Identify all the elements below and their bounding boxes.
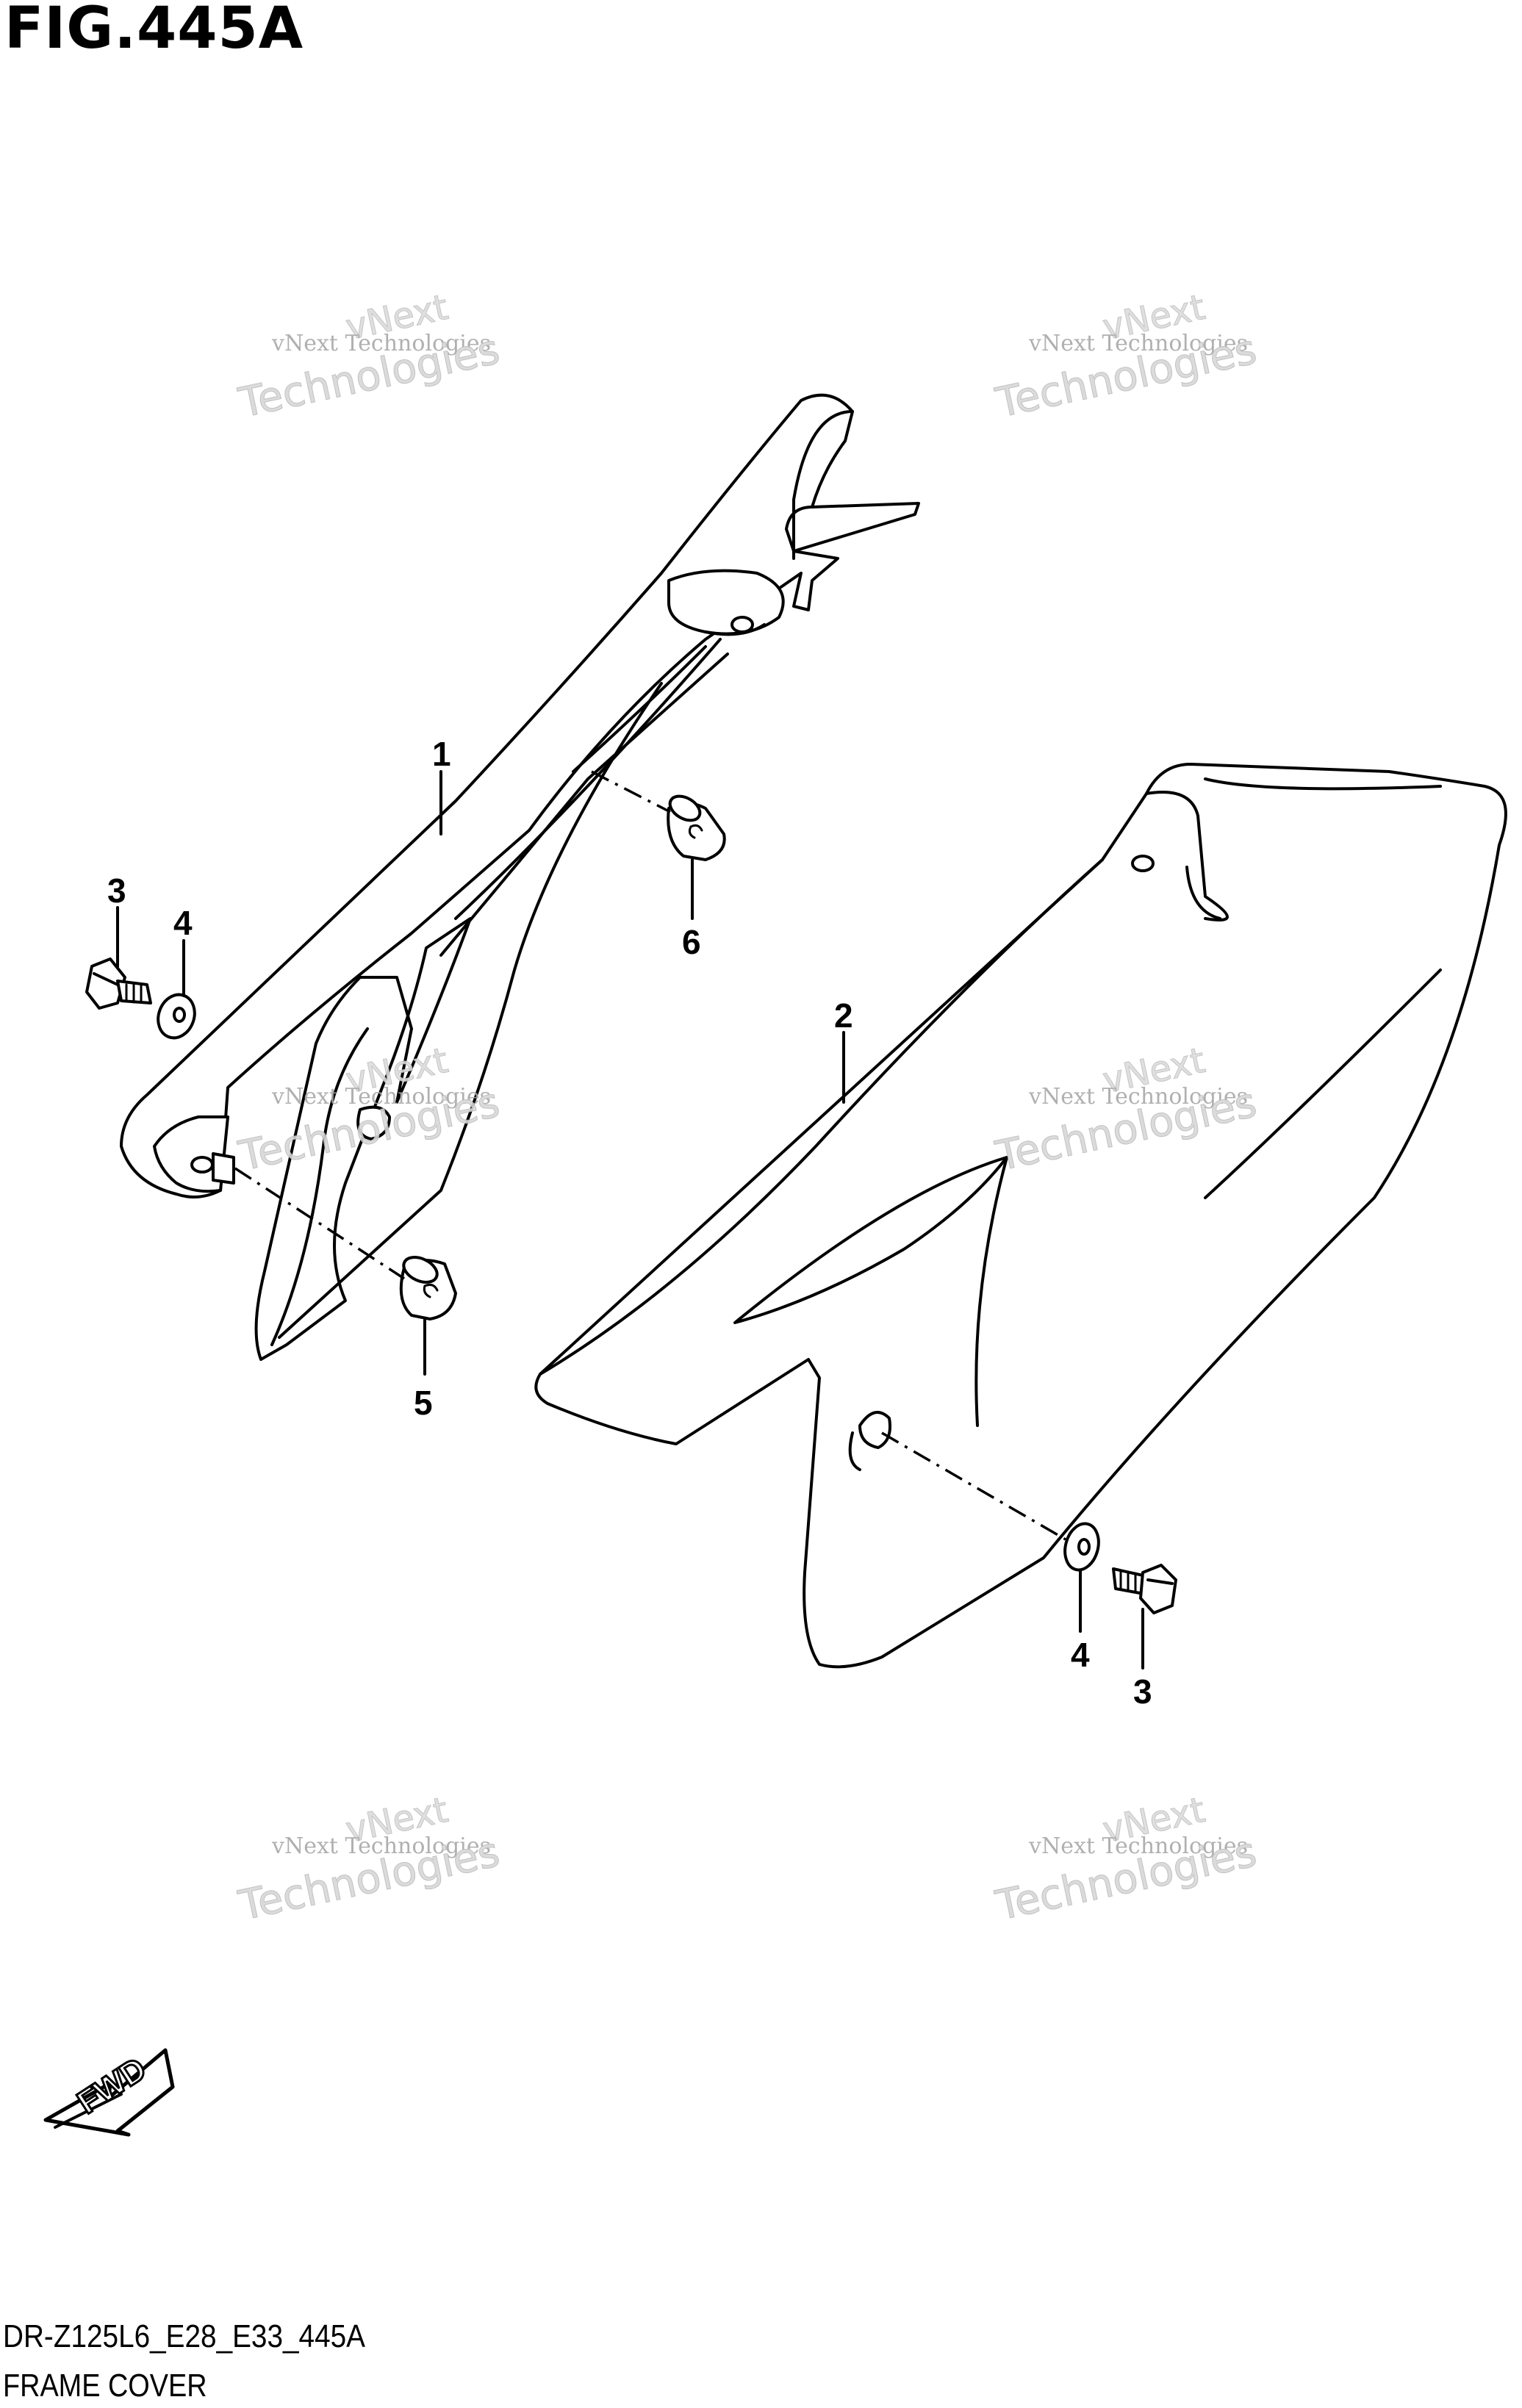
cushion-6 [667, 794, 726, 861]
bolt-right [1112, 1564, 1177, 1614]
frame-cover-left [120, 393, 920, 1361]
callouts: 1 2 3 4 5 6 4 3 [107, 735, 1152, 1711]
leader-lines [116, 770, 1144, 1670]
callout-2: 2 [834, 996, 853, 1035]
callout-1: 1 [432, 735, 451, 773]
figure-title: FIG.445A [4, 0, 304, 62]
callout-4-right: 4 [1071, 1636, 1090, 1674]
bolt-left [85, 957, 152, 1010]
figure-name: FRAME COVER [3, 2368, 207, 2404]
assembly-lines [234, 770, 1066, 1541]
callout-6: 6 [682, 923, 701, 961]
callout-3-left: 3 [107, 871, 126, 910]
washer-right [1063, 1522, 1100, 1572]
callout-4-left: 4 [173, 904, 193, 942]
frame-cover-right [534, 763, 1507, 1669]
callout-3-right: 3 [1133, 1672, 1152, 1711]
callout-5: 5 [414, 1384, 433, 1422]
figure-code: DR-Z125L6_E28_E33_445A [3, 2318, 365, 2354]
cushion-5 [399, 1256, 457, 1320]
washer-left [157, 993, 196, 1040]
fwd-arrow-icon: FWD [43, 2048, 175, 2137]
